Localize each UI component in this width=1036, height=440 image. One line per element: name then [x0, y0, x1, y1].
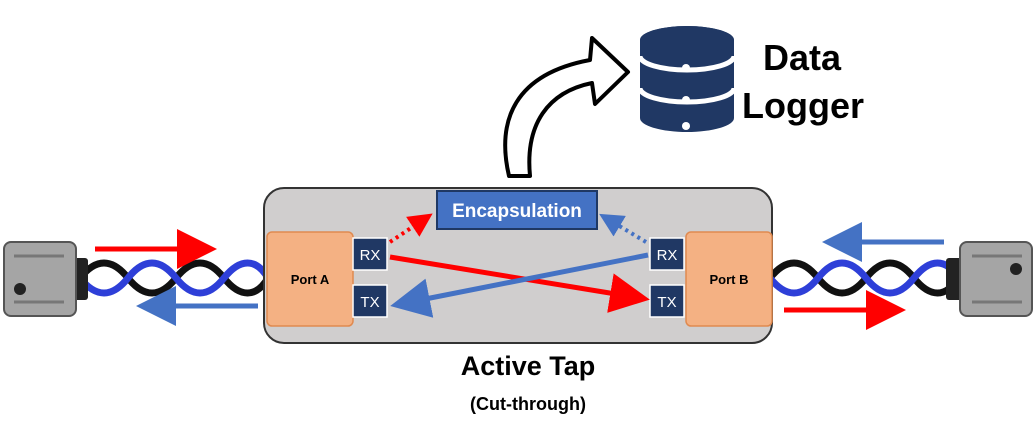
database-icon [637, 26, 737, 132]
right-connector-icon [946, 241, 1033, 317]
port-b-rx: RX [649, 237, 685, 271]
right-cable [767, 259, 962, 297]
port-b: Port B [685, 231, 773, 327]
curved-arrow-to-logger [503, 36, 630, 178]
port-a-tx: TX [352, 284, 388, 318]
encapsulation-label: Encapsulation [452, 201, 582, 222]
port-a-rx: RX [352, 237, 388, 271]
port-b-rx-label: RX [657, 247, 678, 264]
port-b-tx-label: TX [657, 294, 676, 311]
port-a-label: Port A [291, 272, 330, 287]
active-tap-subtitle: (Cut-through) [470, 394, 586, 414]
encapsulation-block: Encapsulation [436, 190, 598, 230]
port-a-tx-label: TX [360, 294, 379, 311]
port-a: Port A [266, 231, 354, 327]
active-tap-title: Active Tap [460, 351, 596, 381]
rx-a-to-tx-b-red-arrow [389, 254, 650, 313]
rx-b-to-tx-a-blue-arrow [390, 252, 649, 318]
port-b-label: Port B [710, 272, 749, 287]
port-a-rx-label: RX [360, 247, 381, 264]
data-logger-label-line2: Logger [742, 85, 864, 126]
rx-a-to-encapsulation-dotted-red-arrow [388, 213, 433, 244]
rx-b-to-encapsulation-dotted-blue-arrow [599, 213, 648, 244]
port-b-tx: TX [649, 284, 685, 318]
data-logger-label-line1: Data [762, 37, 842, 78]
left-connector-icon [3, 241, 88, 317]
left-cable [77, 259, 272, 297]
